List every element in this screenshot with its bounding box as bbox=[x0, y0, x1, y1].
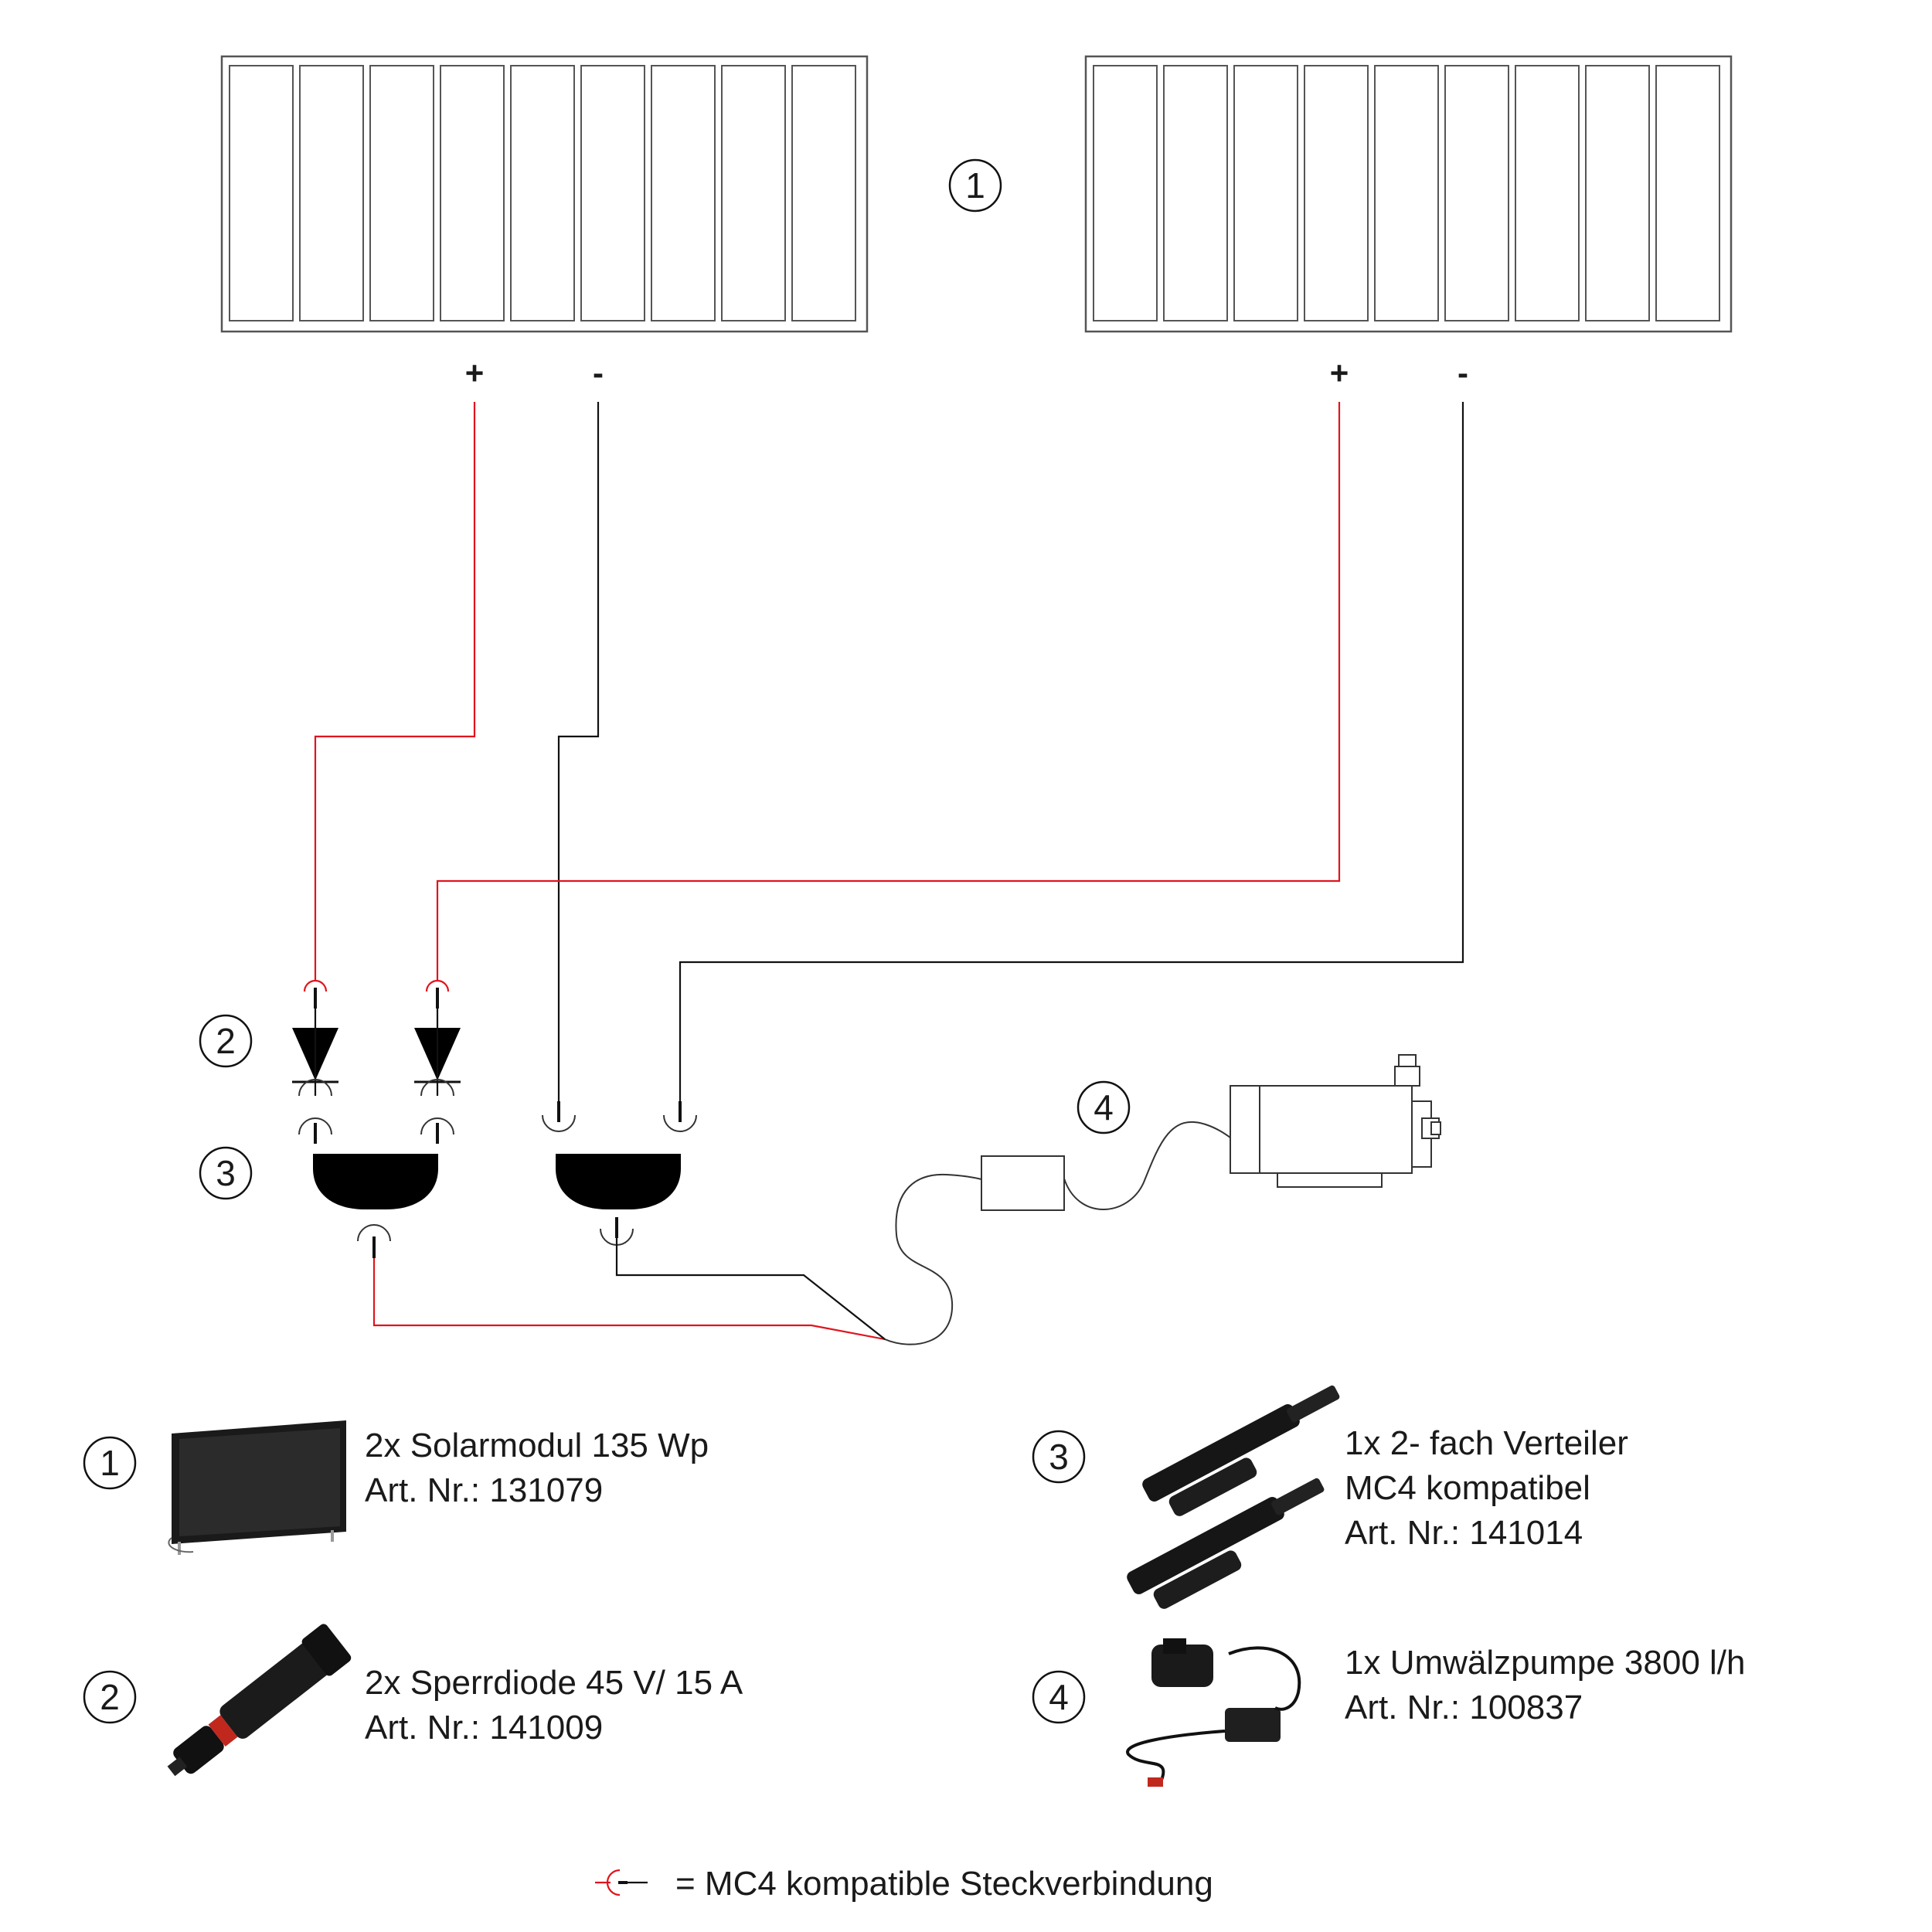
svg-text:1: 1 bbox=[100, 1443, 120, 1483]
splitter-positive bbox=[313, 1154, 438, 1258]
pump-drawing bbox=[1230, 1054, 1441, 1188]
solar-panel-right bbox=[1084, 55, 1733, 333]
mc4-connector-diode-left-in bbox=[303, 979, 328, 1009]
legend-item-2-line-2: Art. Nr.: 141009 bbox=[365, 1709, 603, 1747]
wire-right-negative bbox=[679, 402, 1464, 1113]
diode-symbol-right bbox=[414, 1009, 461, 1096]
mc4-connector-diode-right-in bbox=[425, 979, 450, 1009]
legend-marker-3: 3 bbox=[1032, 1430, 1086, 1484]
svg-text:4: 4 bbox=[1049, 1677, 1069, 1717]
legend-marker-2: 2 bbox=[83, 1670, 137, 1724]
solar-cell bbox=[1655, 65, 1720, 321]
wire-splitter-positive-out bbox=[372, 1258, 886, 1341]
svg-text:2: 2 bbox=[100, 1677, 120, 1717]
splitter-negative bbox=[556, 1154, 681, 1246]
diode-symbol-left bbox=[292, 1009, 338, 1096]
solar-cell bbox=[1444, 65, 1509, 321]
solar-cell bbox=[721, 65, 786, 321]
panel-left-minus-label: - bbox=[593, 355, 604, 391]
solar-cell bbox=[510, 65, 575, 321]
wire-left-negative bbox=[557, 402, 600, 1113]
svg-text:3: 3 bbox=[1049, 1437, 1069, 1477]
legend-item-4-line-1: 1x Umwälzpumpe 3800 l/h bbox=[1345, 1644, 1745, 1682]
pump-photo-icon bbox=[1126, 1638, 1301, 1787]
legend-item-2-line-1: 2x Sperrdiode 45 V/ 15 A bbox=[365, 1664, 743, 1702]
svg-text:3: 3 bbox=[216, 1153, 236, 1193]
mc4-connector-neg-left bbox=[542, 1101, 576, 1132]
pump-power-cable bbox=[884, 1173, 982, 1345]
solar-cell bbox=[229, 65, 294, 321]
mc4-connector-diode-left-out bbox=[298, 1079, 332, 1144]
legend-item-4-line-2: Art. Nr.: 100837 bbox=[1345, 1689, 1583, 1726]
module-marker-1: 1 bbox=[948, 158, 1002, 213]
pump-transformer-cable bbox=[1063, 1121, 1231, 1210]
connector-legend-text: = MC4 kompatible Steckverbindung bbox=[675, 1865, 1213, 1903]
legend-marker-4: 4 bbox=[1032, 1670, 1086, 1724]
legend-item-3-line-3: Art. Nr.: 141014 bbox=[1345, 1514, 1583, 1552]
solar-cell bbox=[1304, 65, 1369, 321]
solar-cell bbox=[1233, 65, 1298, 321]
legend-item-1-line-2: Art. Nr.: 131079 bbox=[365, 1471, 603, 1509]
solar-cell bbox=[791, 65, 856, 321]
legend-item-3-line-1: 1x 2- fach Verteiler bbox=[1345, 1424, 1628, 1462]
solar-cell bbox=[299, 65, 364, 321]
legend-item-3-line-2: MC4 kompatibel bbox=[1345, 1469, 1590, 1507]
wire-left-positive bbox=[314, 402, 476, 980]
component-marker-4: 4 bbox=[1077, 1080, 1131, 1134]
solar-cell bbox=[651, 65, 716, 321]
component-marker-3: 3 bbox=[199, 1146, 253, 1200]
svg-text:4: 4 bbox=[1094, 1087, 1114, 1128]
panel-left-plus-label: + bbox=[465, 355, 485, 391]
solar-cell bbox=[1515, 65, 1580, 321]
solar-cell bbox=[369, 65, 434, 321]
legend-marker-1: 1 bbox=[83, 1436, 137, 1490]
solar-cell bbox=[580, 65, 645, 321]
diode-connector-photo-icon bbox=[167, 1624, 352, 1777]
svg-text:2: 2 bbox=[216, 1021, 236, 1061]
solar-cell bbox=[440, 65, 505, 321]
wire-right-positive bbox=[436, 402, 1341, 980]
solar-cell bbox=[1374, 65, 1439, 321]
mc4-connector-diode-right-out bbox=[420, 1079, 454, 1144]
panel-right-minus-label: - bbox=[1458, 355, 1468, 391]
y-splitter-photo-icon bbox=[1127, 1385, 1340, 1609]
solar-cell bbox=[1163, 65, 1228, 321]
wire-splitter-negative-out bbox=[615, 1238, 886, 1340]
mc4-connector-neg-right bbox=[663, 1101, 697, 1132]
svg-text:1: 1 bbox=[965, 165, 985, 206]
pump-transformer-box bbox=[981, 1155, 1065, 1211]
solar-panel-photo-icon bbox=[168, 1420, 346, 1555]
component-marker-2: 2 bbox=[199, 1014, 253, 1068]
solar-cell bbox=[1585, 65, 1650, 321]
solar-cell bbox=[1093, 65, 1158, 321]
solar-panel-left bbox=[220, 55, 869, 333]
panel-right-plus-label: + bbox=[1330, 355, 1349, 391]
mc4-connector-legend-icon bbox=[595, 1869, 648, 1896]
legend-item-1-line-1: 2x Solarmodul 135 Wp bbox=[365, 1427, 709, 1464]
